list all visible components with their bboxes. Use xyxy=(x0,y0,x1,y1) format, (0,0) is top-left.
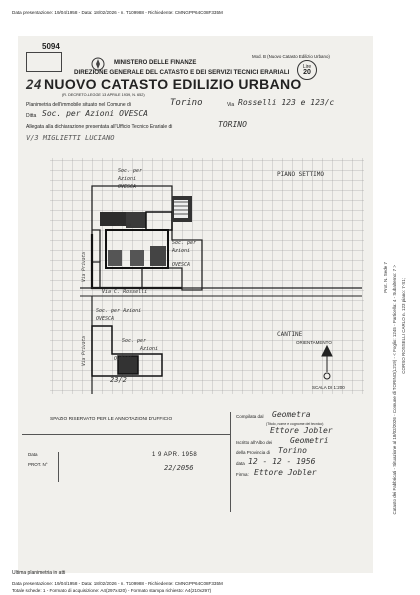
lire-label: Lire xyxy=(302,64,312,70)
owner-b-1: Soc. per xyxy=(172,240,197,246)
plan-grid xyxy=(50,158,364,394)
side-text-b: CORSO ROSSELLI CARLO n. 123 piano: 7-S1; xyxy=(401,278,406,374)
owner-c-1: Soc. per Azioni xyxy=(96,308,142,314)
floor-plan: PIANO SETTIMO CANTINE Soc. per Azioni OV… xyxy=(22,150,372,402)
stamp-number: 22/2056 xyxy=(164,464,194,472)
orientamento-label: ORIENTAMENTO xyxy=(296,340,332,345)
provincia-label: della Provincia di xyxy=(236,450,271,455)
compilata-value: Geometra xyxy=(272,410,311,419)
cantina-number: 23/2 xyxy=(110,376,127,384)
law-note: (R. DECRETO-LEGGE 13 APRILE 1939, N. 652… xyxy=(62,93,145,97)
bottom-line-1: Data presentazione: 19/04/1958 - Data: 1… xyxy=(12,581,223,586)
ditta-label: Ditta xyxy=(26,113,37,119)
header: 5094 Mod. B (Nuovo Catasto Edilizio Urba… xyxy=(22,40,372,152)
side-text-a: Catasto dei Fabbricati - Situazione al 1… xyxy=(392,265,397,515)
footer: SPAZIO RISERVATO PER LE ANNOTAZIONI D'UF… xyxy=(22,410,372,542)
iscritto-label: Iscritto all'Albo dei xyxy=(236,440,273,445)
owner-a-3: OVESCA xyxy=(118,184,137,190)
side-text-c: Prot. N. Sede 7 xyxy=(383,262,388,293)
handwritten-number: 24 xyxy=(26,78,42,93)
bottom-line-2: Totale schede: 1 - Formato di acquisizio… xyxy=(12,588,212,593)
cucina-label: Cucina xyxy=(116,222,132,227)
annotazioni: Data PROT. N° 1 9 APR. 1958 22/2056 xyxy=(22,452,227,482)
mod-note: Mod. B (Nuovo Catasto Edilizio Urbano) xyxy=(252,54,330,59)
upper-floor-outline xyxy=(91,185,203,291)
riservato-label: SPAZIO RISERVATO PER LE ANNOTAZIONI D'UF… xyxy=(50,417,173,422)
firma-signature: Ettore Jobler xyxy=(254,468,317,477)
cantine-label: CANTINE xyxy=(277,331,303,338)
owner-a-1: Soc. per xyxy=(118,168,143,174)
ditta-value: Soc. per Azioni OVESCA xyxy=(42,109,148,118)
prot-label: PROT. N° xyxy=(28,462,48,467)
stamp-date: 1 9 APR. 1958 xyxy=(152,452,198,458)
note-line: V/3 MIGLIETTI LUCIANO xyxy=(26,134,115,142)
ufficio-value: TORINO xyxy=(218,120,247,129)
allegata-label: Allegata alla dichiarazione presentata a… xyxy=(26,124,173,130)
owner-c-2: OVESCA xyxy=(96,316,115,322)
data-label: Data xyxy=(28,452,38,457)
ultima-planimetria: Ultima planimetria in atti xyxy=(12,570,66,576)
planimetria-label: Planimetria dell'immobile situato nel Co… xyxy=(26,102,131,108)
sheet-number: 5094 xyxy=(42,42,60,51)
via-privata-upper: Via Privata xyxy=(82,252,87,282)
tecnico-name: Ettore Jobler xyxy=(270,426,333,435)
via-label: Via xyxy=(227,102,235,108)
annotazioni-divider xyxy=(58,452,59,482)
compilata-label: Compilata dal xyxy=(236,414,264,419)
provincia-value: Torino xyxy=(278,446,307,455)
via-rosselli-label: Via C. Rosselli xyxy=(102,289,148,295)
compilata-sub: (Titolo, nome e cognome del tecnico) xyxy=(266,422,324,426)
albo-value: Geometri xyxy=(290,436,329,445)
owner-a-2: Azioni xyxy=(118,176,137,182)
riservato-row: SPAZIO RISERVATO PER LE ANNOTAZIONI D'UF… xyxy=(22,412,230,435)
via-privata-lower: Via Privata xyxy=(82,336,87,366)
data-label-2: data xyxy=(236,461,245,466)
emblem-icon xyxy=(90,56,106,72)
ministry: MINISTERO DELLE FINANZE xyxy=(114,60,197,66)
footer-divider xyxy=(230,412,231,512)
owner-b-3: OVESCA xyxy=(172,262,191,268)
piano-settimo-label: PIANO SETTIMO xyxy=(277,171,324,178)
direction: DIREZIONE GENERALE DEL CATASTO E DEI SER… xyxy=(74,69,290,76)
lire-stamp: Lire 20 xyxy=(297,60,317,80)
north-arrow-icon xyxy=(321,344,333,380)
cantine-outline xyxy=(91,325,163,377)
comune-value: Torino xyxy=(170,98,203,108)
owner-d-3: OVESCA xyxy=(114,356,133,362)
firma-label: Firma: xyxy=(236,472,249,477)
owner-d-2: Azioni xyxy=(140,346,159,352)
top-meta: Data presentazione: 19/04/1958 - Data: 1… xyxy=(12,10,223,15)
data-value: 12 - 12 - 1956 xyxy=(248,457,316,466)
via-value: Rosselli 123 e 123/c xyxy=(238,98,335,107)
title: NUOVO CATASTO EDILIZIO URBANO xyxy=(44,76,302,92)
owner-b-2: Azioni xyxy=(172,248,191,254)
scala-label: SCALA DI 1:200 xyxy=(312,385,345,390)
corner-box xyxy=(26,52,62,72)
lire-value: 20 xyxy=(303,69,311,76)
owner-d-1: Soc. per xyxy=(122,338,147,344)
